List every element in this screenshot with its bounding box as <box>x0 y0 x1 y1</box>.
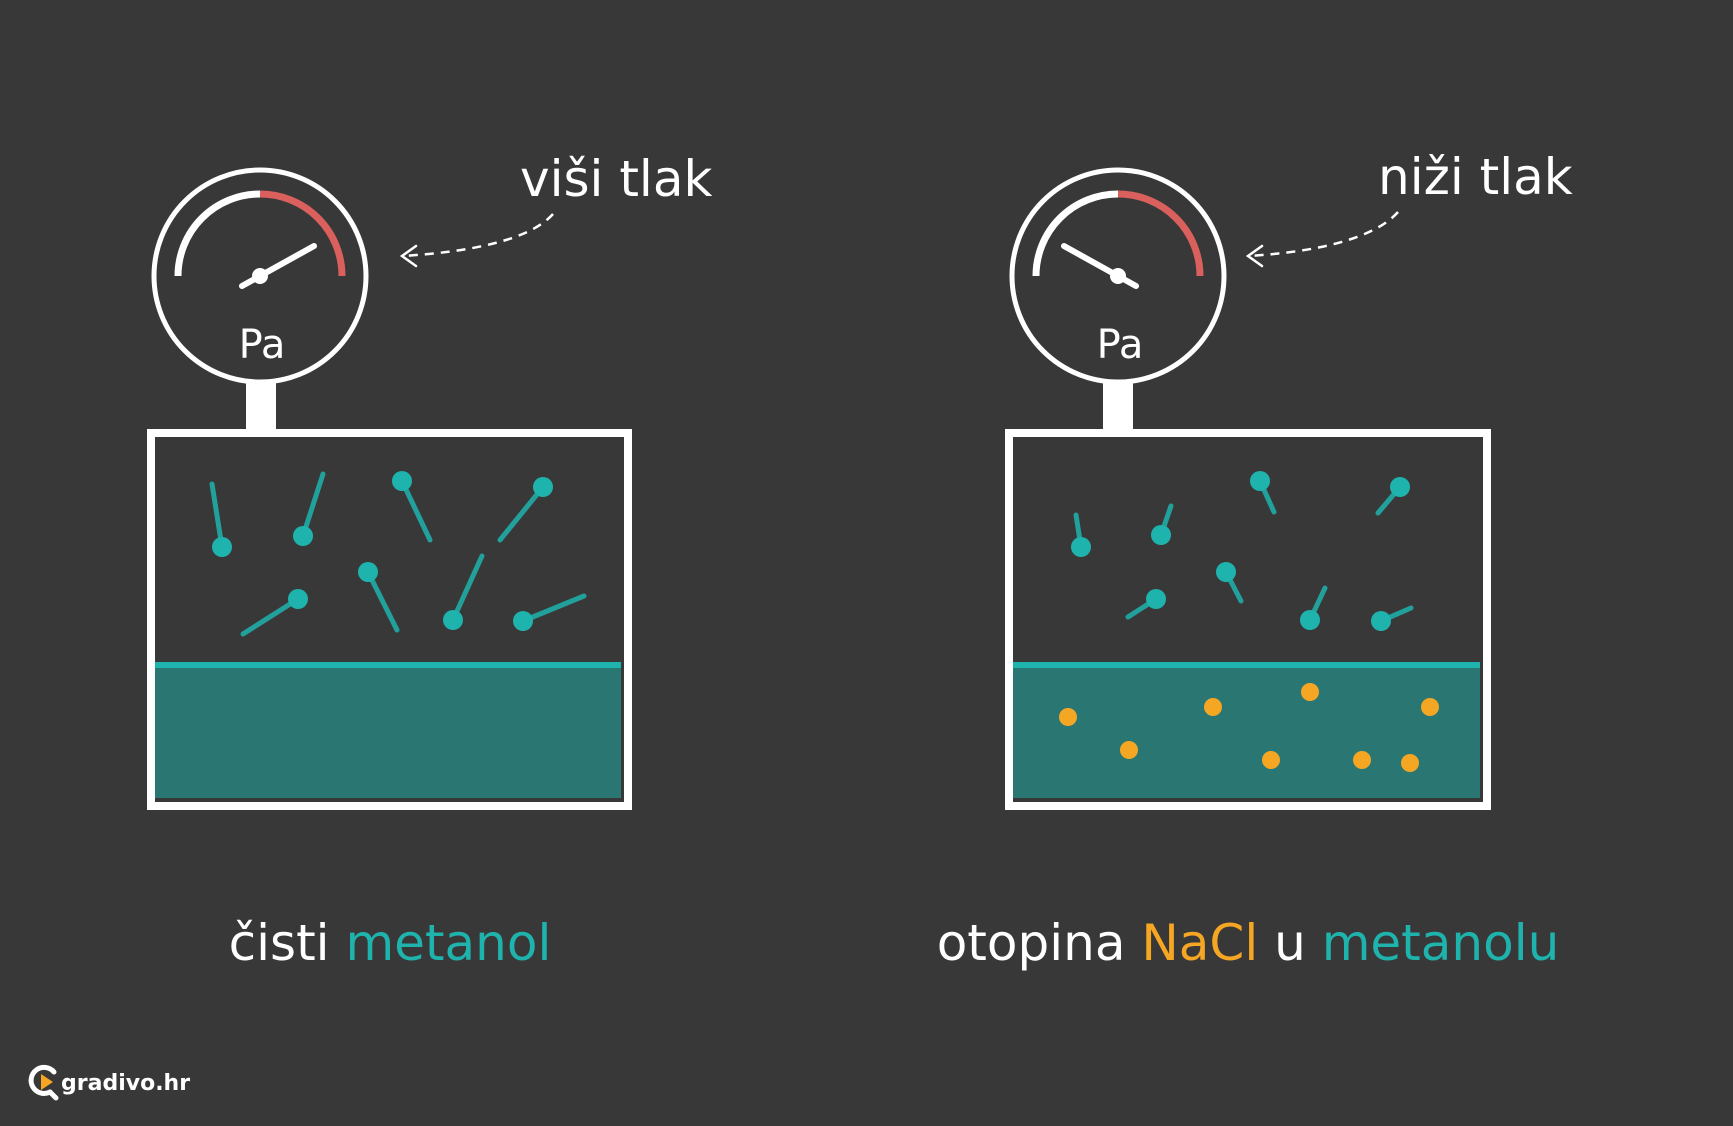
arrow-head <box>399 244 418 268</box>
panel-nacl-solution: Pa niži tlak <box>937 148 1573 972</box>
container-walls <box>147 429 632 810</box>
annotation-label: viši tlak <box>520 150 712 208</box>
nacl-particle <box>1421 698 1439 716</box>
gauge-scale-arc <box>1032 190 1119 277</box>
vapor-molecule <box>392 471 433 543</box>
vapor-molecule <box>1216 562 1244 604</box>
gauge-stem <box>246 380 276 430</box>
vapor-molecule <box>1250 471 1277 515</box>
caption-part-highlight: metanolu <box>1322 914 1560 972</box>
caption-part: čisti <box>229 914 346 972</box>
vapor-molecule <box>443 553 485 630</box>
nacl-particle <box>1204 698 1222 716</box>
caption-part-highlight: metanol <box>345 914 551 972</box>
gauge-high-zone-arc <box>259 190 346 277</box>
vapor-molecule <box>513 593 587 631</box>
nacl-particle <box>1120 741 1138 759</box>
arrow-head <box>1245 244 1264 268</box>
vapor-molecules <box>1071 471 1414 631</box>
container <box>147 429 632 810</box>
gauge-high-zone-arc <box>1117 190 1204 277</box>
gauge-pivot <box>1110 268 1126 284</box>
liquid <box>1013 662 1480 798</box>
panel-pure-methanol: Pa viši tlak <box>147 150 712 972</box>
vapor-molecule <box>358 562 400 633</box>
vapor-molecule <box>293 471 326 546</box>
vapor-molecule <box>497 477 553 543</box>
annotation-arrow <box>401 213 554 258</box>
gauge-stem <box>1103 380 1133 430</box>
caption-part: otopina <box>937 914 1142 972</box>
pressure-gauge: Pa <box>1009 167 1227 385</box>
caption: čisti metanol <box>229 914 552 972</box>
solute-particles <box>1059 683 1439 772</box>
vapor-molecule <box>1125 589 1166 620</box>
nacl-particle <box>1301 683 1319 701</box>
brand: gradivo.hr <box>28 1064 190 1101</box>
vapor-molecule <box>1151 503 1174 545</box>
container <box>1005 429 1491 810</box>
vapor-molecule <box>240 589 308 637</box>
caption: otopina NaCl u metanolu <box>937 914 1560 972</box>
annotation-label: niži tlak <box>1378 148 1573 206</box>
nacl-particle <box>1262 751 1280 769</box>
gauge-pivot <box>252 268 268 284</box>
liquid <box>155 662 621 798</box>
caption-part: u <box>1258 914 1321 972</box>
gradivo-logo-icon <box>28 1064 59 1101</box>
nacl-particle <box>1353 751 1371 769</box>
gauge-unit-label: Pa <box>239 322 286 368</box>
caption-part-highlight: NaCl <box>1141 914 1258 972</box>
vapor-molecule <box>1071 512 1091 557</box>
vapor-molecule <box>1300 585 1328 630</box>
brand-name: gradivo.hr <box>61 1071 190 1096</box>
nacl-particle <box>1401 754 1419 772</box>
vapor-molecule <box>209 481 232 557</box>
annotation-arrow <box>1247 211 1399 258</box>
pressure-gauge: Pa <box>151 167 369 385</box>
vapor-molecule <box>1375 477 1410 516</box>
nacl-particle <box>1059 708 1077 726</box>
container-walls <box>1005 429 1491 810</box>
gauge-scale-arc <box>174 190 261 277</box>
gauge-unit-label: Pa <box>1097 322 1144 368</box>
vapor-molecule <box>1371 605 1414 631</box>
vapor-molecules <box>209 471 587 637</box>
